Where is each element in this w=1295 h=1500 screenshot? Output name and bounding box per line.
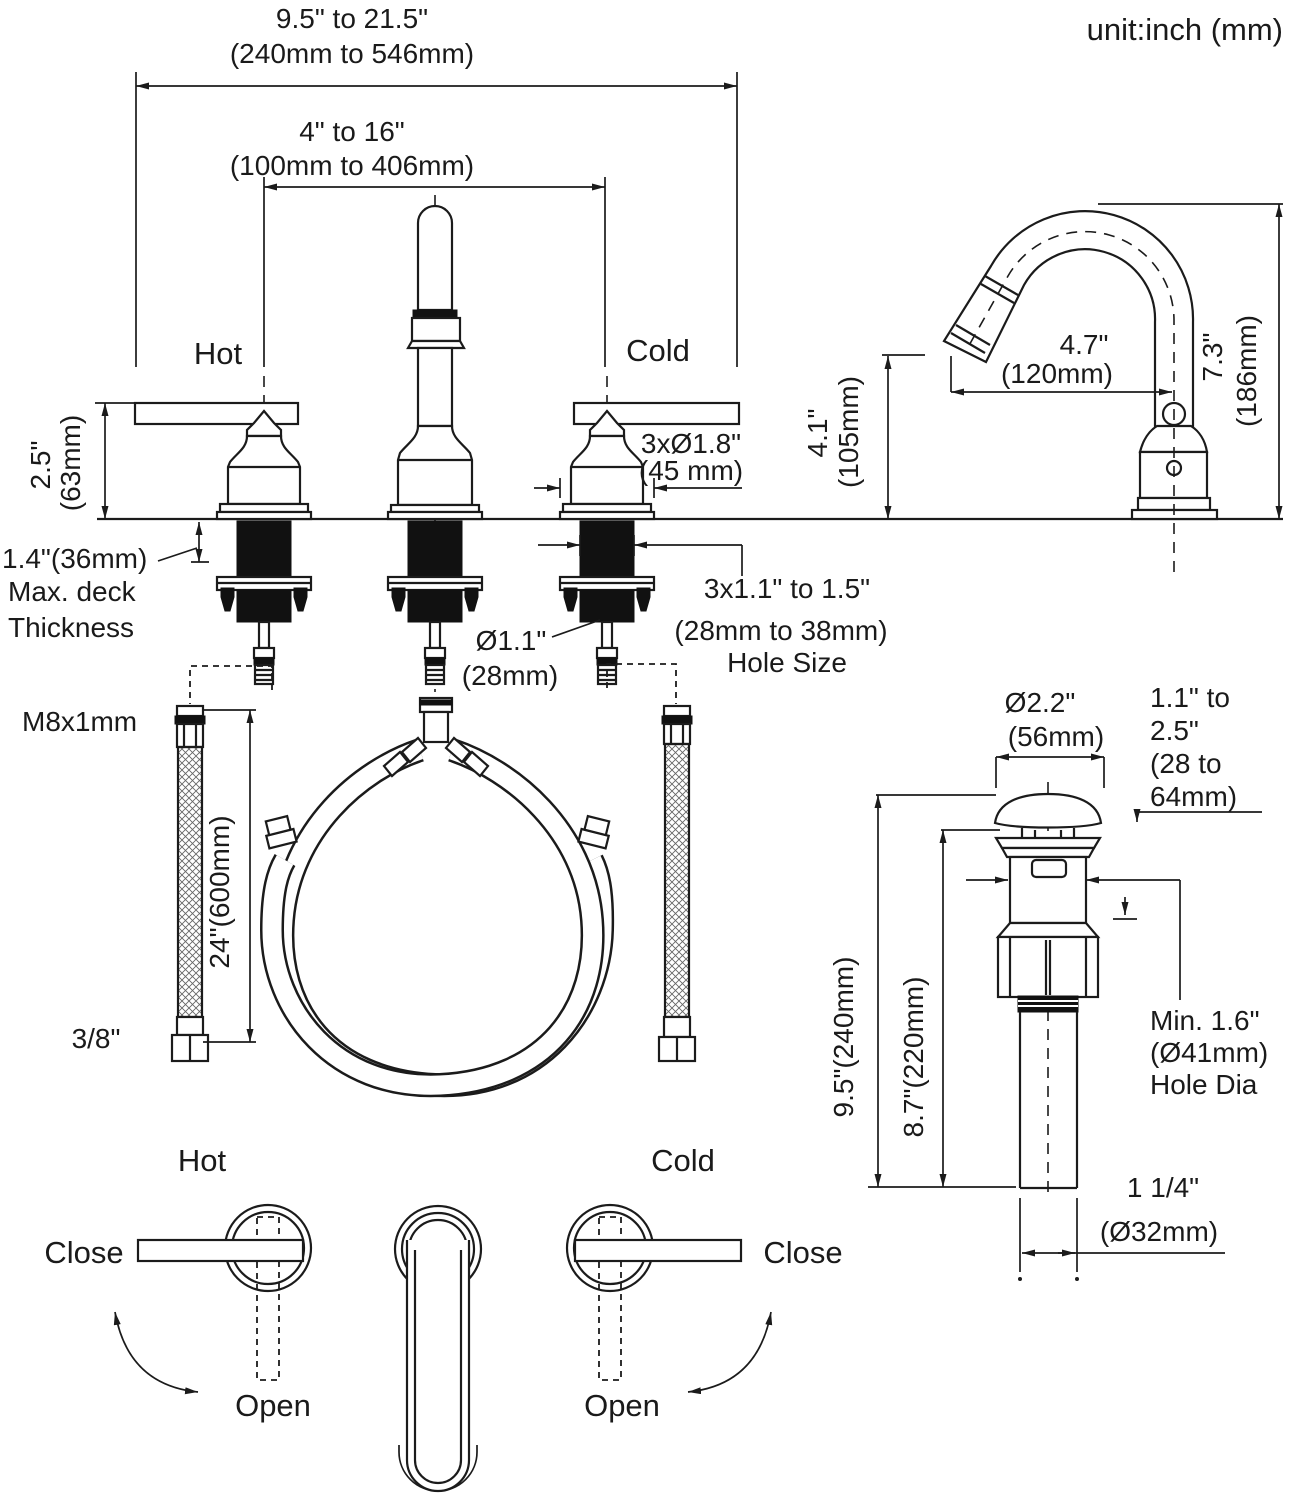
close-cold-label: Close — [763, 1235, 842, 1270]
hole-size-dimension: 3x1.1" to 1.5" (28mm to 38mm) Hole Size — [538, 535, 888, 678]
deck-thickness-note2: Thickness — [8, 612, 134, 643]
close-hot-label: Close — [44, 1235, 123, 1270]
min-hole-2: (Ø41mm) — [1150, 1037, 1268, 1068]
spout-column — [386, 195, 484, 692]
cap-dia: Ø2.2" — [1005, 687, 1076, 718]
deck-thickness-value: 1.4"(36mm) — [2, 543, 147, 574]
thread-size: M8x1mm — [22, 706, 137, 737]
tail-dia-mm: (Ø32mm) — [1100, 1216, 1218, 1247]
drain-total-height: 9.5"(240mm) — [828, 957, 859, 1118]
supply-hose-right — [606, 663, 697, 1063]
cap-dia-mm: (56mm) — [1008, 721, 1104, 752]
hole-size-mm: (28mm to 38mm) — [674, 615, 887, 646]
escutcheon-dia: 3xØ1.8" — [641, 428, 741, 459]
spout-height-mm: (186mm) — [1231, 315, 1262, 427]
tailpipe-dimension: 1 1/4" (Ø32mm) — [1018, 1172, 1225, 1281]
hot-label-bottom: Hot — [178, 1143, 227, 1178]
spout-top-view — [393, 1204, 483, 1493]
handle-spread-dimension: 4" to 16" (100mm to 406mm) — [230, 116, 606, 367]
overall-width-dimension: 9.5" to 21.5" (240mm to 546mm) — [135, 3, 738, 367]
handle-top-view-hot: Hot Close Open — [44, 1143, 313, 1423]
handle-top-view-cold: Cold Close Open — [565, 1143, 843, 1423]
min-hole-1: Min. 1.6" — [1150, 1005, 1260, 1036]
range-3: (28 to — [1150, 748, 1222, 779]
cold-lever — [572, 401, 741, 426]
drain-cap-dimension: Ø2.2" (56mm) — [995, 687, 1105, 788]
escutcheon-dia-mm: (45 mm) — [639, 455, 743, 486]
hole-size-label: Hole Size — [727, 647, 847, 678]
hose-length-dimension: 24"(600mm) — [203, 709, 256, 1043]
handle-height-mm: (63mm) — [55, 415, 86, 511]
outlet-height-mm: (105mm) — [833, 376, 864, 488]
escutcheon-dia-dimension: 3xØ1.8" (45 mm) — [534, 428, 743, 498]
spout-height-dimension: 7.3" (186mm) — [1098, 203, 1283, 519]
cold-label: Cold — [626, 333, 690, 368]
hose-length: 24"(600mm) — [204, 815, 235, 968]
cold-label-bottom: Cold — [651, 1143, 715, 1178]
spout-height-in: 7.3" — [1197, 333, 1228, 382]
shank-dia: Ø1.1" — [476, 625, 547, 656]
overall-width-in: 9.5" to 21.5" — [276, 3, 428, 34]
open-cold-label: Open — [584, 1388, 660, 1423]
shank-dia-dimension: Ø1.1" (28mm) — [462, 619, 601, 691]
hole-size: 3x1.1" to 1.5" — [704, 573, 870, 604]
deck-thickness-note1: Max. deck — [8, 576, 137, 607]
open-hot-label: Open — [235, 1388, 311, 1423]
hot-label: Hot — [194, 336, 243, 371]
shank-dia-mm: (28mm) — [462, 660, 558, 691]
drain-assembly — [993, 782, 1103, 1196]
min-hole-dimension: Min. 1.6" (Ø41mm) Hole Dia — [966, 876, 1268, 1100]
tail-dia: 1 1/4" — [1127, 1172, 1199, 1203]
reach-in: 4.7" — [1060, 329, 1109, 360]
drain-height-dimensions: 9.5"(240mm) 8.7"(220mm) — [828, 794, 1016, 1188]
handle-spread-mm: (100mm to 406mm) — [230, 150, 474, 181]
reach-mm: (120mm) — [1001, 358, 1113, 389]
hose-loop — [259, 696, 615, 1098]
spout-reach-dimension: 4.7" (120mm) — [950, 329, 1172, 396]
gooseneck-spout — [942, 210, 1219, 572]
spout-outlet-height-dimension: 4.1" (105mm) — [802, 354, 925, 519]
drain-body-height: 8.7"(220mm) — [898, 977, 929, 1138]
range-1: 1.1" to — [1150, 682, 1230, 713]
hose-connector-size: 3/8" — [72, 1023, 121, 1054]
min-hole-3: Hole Dia — [1150, 1069, 1258, 1100]
supply-hose-left — [170, 665, 273, 1063]
outlet-height-in: 4.1" — [802, 409, 833, 458]
hot-valve — [133, 376, 313, 686]
cold-valve — [558, 376, 741, 686]
unit-note: unit:inch (mm) — [1087, 12, 1283, 47]
overall-width-mm: (240mm to 546mm) — [230, 38, 474, 69]
deck-thickness-dimension: 1.4"(36mm) Max. deck Thickness — [2, 522, 209, 643]
range-2: 2.5" — [1150, 715, 1199, 746]
range-4: 64mm) — [1150, 781, 1237, 812]
handle-spread-in: 4" to 16" — [299, 116, 405, 147]
drain-range-dimension: 1.1" to 2.5" (28 to 64mm) — [1113, 682, 1262, 920]
handle-height-dimension: 2.5" (63mm) — [25, 402, 137, 519]
handle-height-in: 2.5" — [25, 441, 56, 490]
